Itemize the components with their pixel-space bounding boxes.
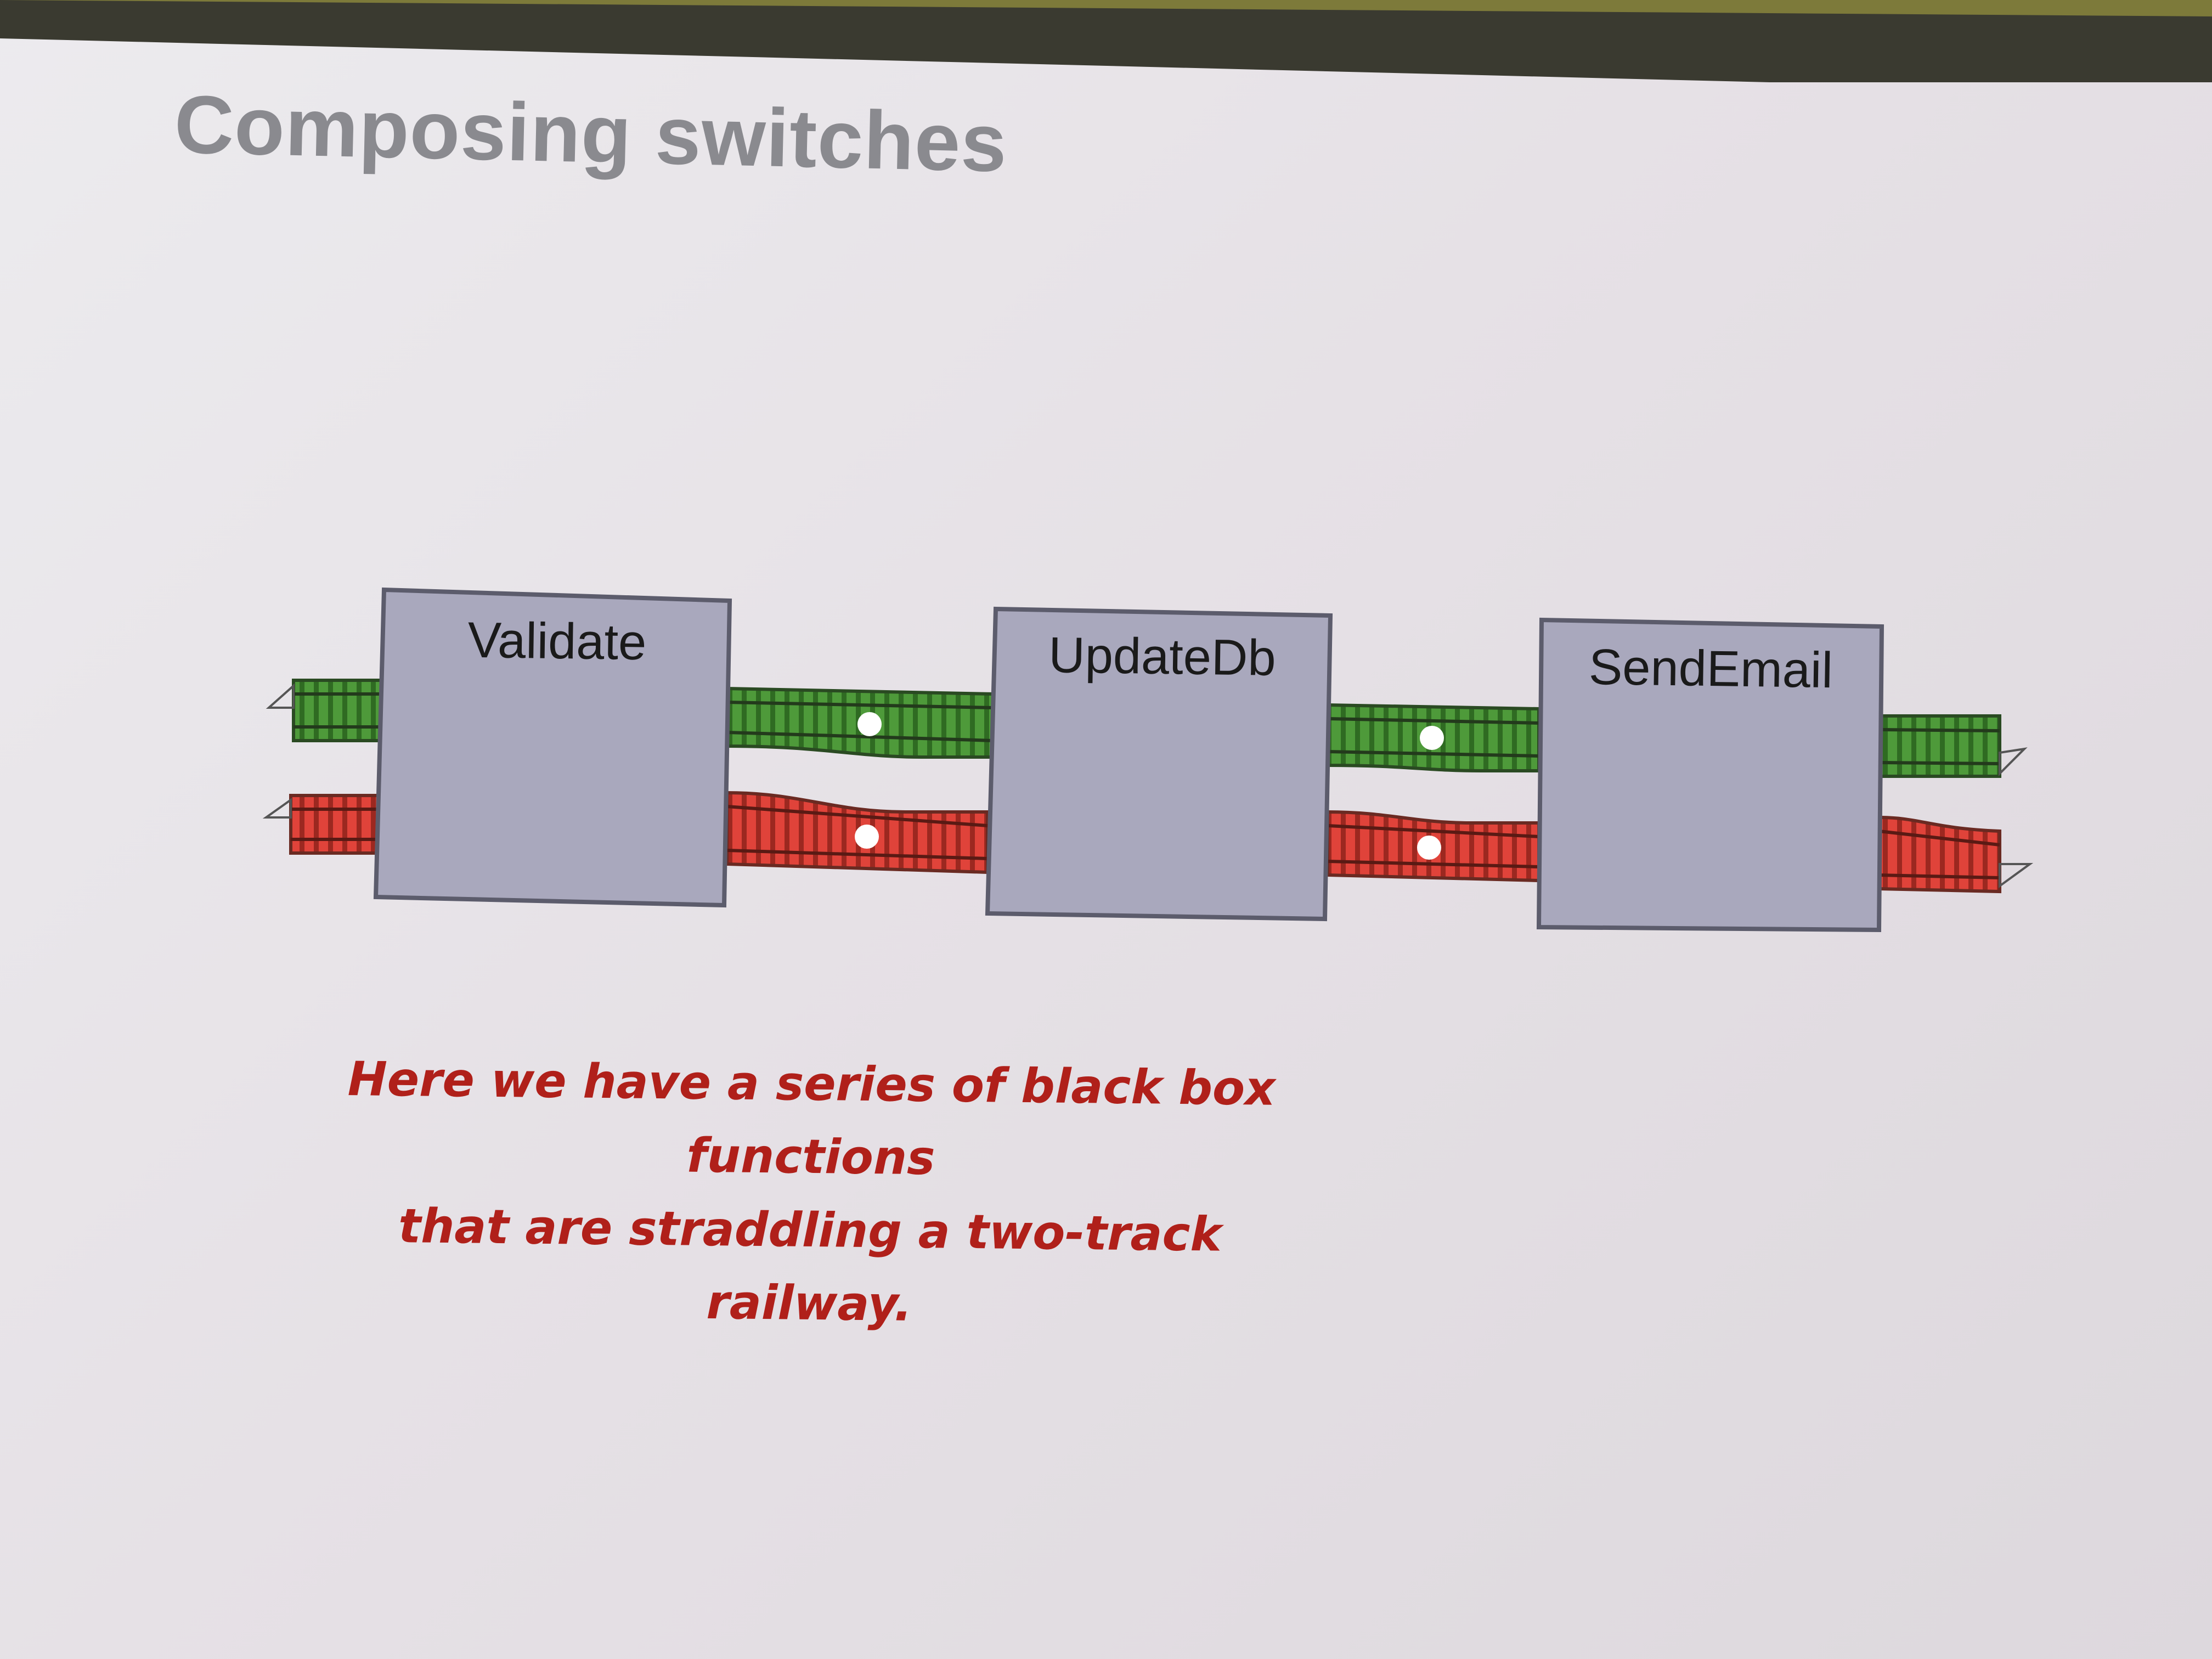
box-label-updatedb: UpdateDb: [1048, 627, 1277, 686]
box-label-validate: Validate: [467, 612, 647, 671]
switch-point-success: [1420, 726, 1444, 750]
switch-point-success: [857, 712, 882, 736]
caption-line-2: that are straddling a two-track railway.: [398, 1198, 1222, 1332]
output-failure-track: [1877, 815, 2034, 894]
input-success-track: [266, 679, 383, 742]
switch-point-failure: [1417, 836, 1441, 860]
output-success-track: [1877, 714, 2028, 778]
function-box-updatedb: UpdateDb: [985, 606, 1333, 922]
switch-point-failure: [855, 825, 879, 849]
switch-validate-updatedb: [725, 686, 995, 874]
function-box-sendemail: SendEmail: [1536, 617, 1884, 933]
switch-updatedb-sendemail: [1326, 703, 1541, 883]
box-label-sendemail: SendEmail: [1588, 639, 1833, 698]
caption-line-1: Here we have a series of black box funct…: [347, 1052, 1276, 1186]
monitor-bezel: [0, 0, 2212, 82]
function-box-validate: Validate: [373, 587, 732, 908]
slide-caption: Here we have a series of black box funct…: [287, 1042, 1333, 1346]
input-failure-track: [262, 794, 380, 855]
